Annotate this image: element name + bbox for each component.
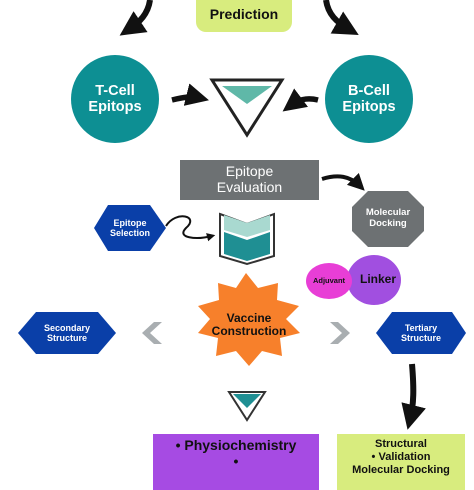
evaluation-label: Epitope Evaluation [216,163,283,195]
chevron-down-small-icon [227,391,267,422]
secondary-label: Secondary Structure [43,322,91,343]
structural-validation-box: Structural • Validation Molecular Dockin… [337,434,465,490]
chevron-right-icon [330,322,350,344]
construction-star [198,273,300,366]
selection-label: Epitope Selection [109,217,150,238]
docking-label: Molecular Docking [365,207,411,229]
linker-label: Linker [359,272,396,287]
arrow-selection-to-chevron [165,215,216,242]
arrow-eval-to-docking [321,172,365,191]
adjuvant-circle: Adjuvant [306,263,352,299]
tcell-label: T-Cell Epitops [88,82,142,115]
tertiary-label: Tertiary Structure [400,322,441,343]
bullet-marker: • [175,437,181,454]
prediction-label: Prediction [209,6,279,23]
tcell-epitopes-circle: T-Cell Epitops [71,55,159,143]
epitope-evaluation-box: Epitope Evaluation [180,160,319,200]
physiochemistry-box: • Physiochemistry • [153,434,319,490]
flow-diagram: Prediction T-Cell Epitops B-Cell Epitops… [18,0,466,490]
structural-label: Structural • Validation Molecular Dockin… [352,438,450,477]
arrow-to-tcell [119,0,153,36]
adjuvant-label: Adjuvant [312,275,346,285]
arrow-to-bcell [323,0,359,36]
selection-hexagon [94,205,166,251]
construction-label: Vaccine Construction [211,310,287,338]
linker-circle: Linker [347,255,401,305]
arrow-tcell-to-funnel [171,83,209,106]
chevron-down-icon [209,78,285,138]
chevron-left-icon [142,322,162,344]
prediction-box: Prediction [196,0,292,32]
chevron-box-icon [219,212,275,266]
arrow-tertiary-to-validation [401,363,426,430]
secondary-hexagon [18,312,116,354]
bcell-label: B-Cell Epitops [342,82,396,115]
arrow-bcell-to-funnel [282,88,319,112]
diagram-graphics [18,0,466,430]
docking-octagon [352,191,424,247]
bcell-epitopes-circle: B-Cell Epitops [325,55,413,143]
physio-label: • Physiochemistry • [175,437,297,469]
tertiary-hexagon [376,312,466,354]
